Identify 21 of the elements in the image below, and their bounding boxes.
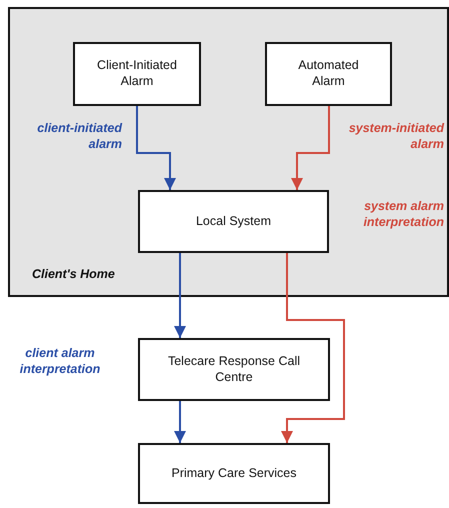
process-box: [138, 338, 330, 401]
arrow: [291, 106, 330, 190]
process-box: [73, 42, 201, 106]
region-label: Client's Home: [32, 267, 115, 283]
box-label: Automated Alarm: [297, 58, 360, 90]
box-label: Telecare Response Call Centre: [166, 354, 301, 386]
box-label: Local System: [194, 214, 272, 230]
flow-annotation: system-initiated alarm: [348, 120, 444, 152]
process-box: [265, 42, 392, 106]
box-label: Client-Initiated Alarm: [96, 58, 178, 90]
flow-annotation: system alarm interpretation: [362, 198, 444, 230]
flow-annotation: client-initiated alarm: [36, 120, 122, 152]
flow-annotation: client alarm interpretation: [18, 345, 102, 378]
process-box: [138, 190, 329, 253]
arrow: [174, 253, 186, 338]
arrow: [174, 401, 186, 443]
box-label: Primary Care Services: [170, 466, 298, 482]
arrow: [281, 253, 345, 443]
process-box: [138, 443, 330, 504]
region-box: [8, 7, 449, 297]
arrow: [136, 106, 176, 190]
